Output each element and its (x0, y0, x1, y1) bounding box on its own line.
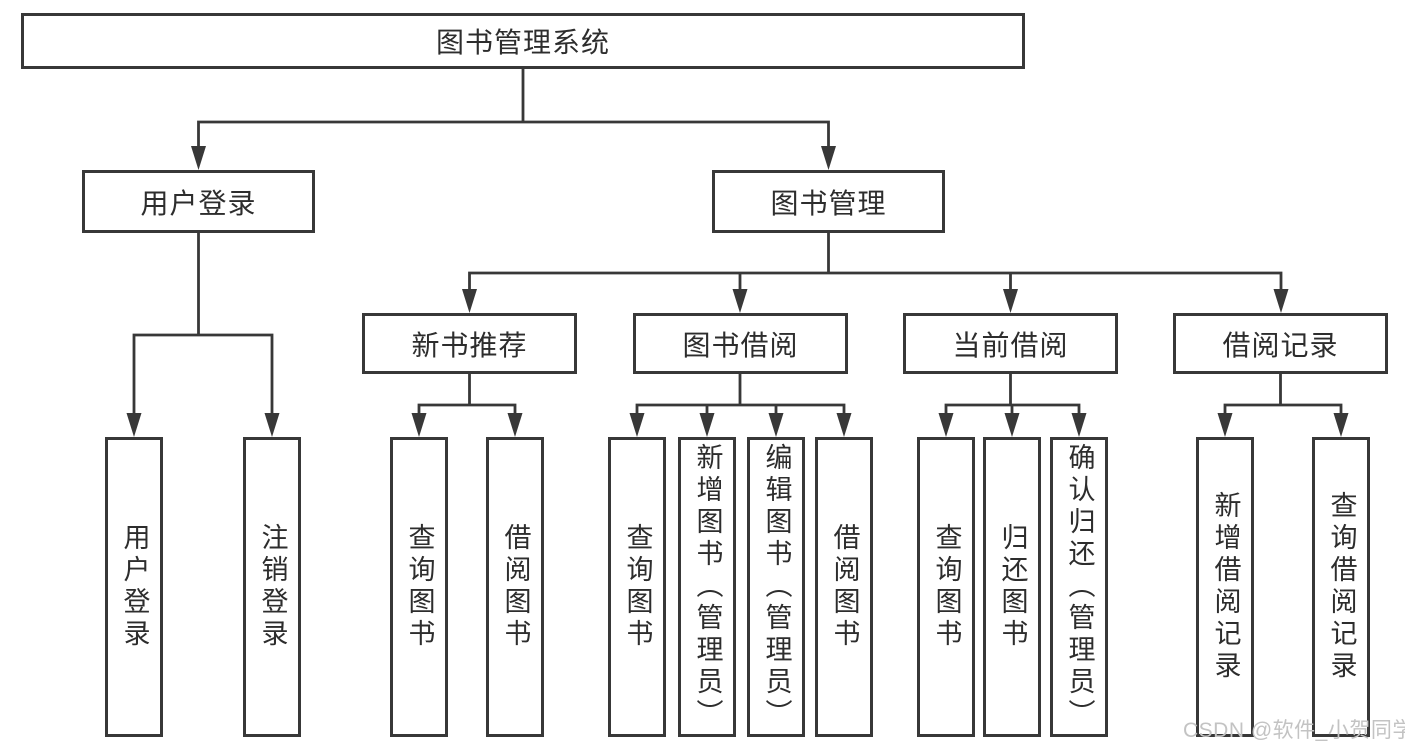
node-label: 用户登录 (140, 187, 257, 219)
node-label: 新书推荐 (411, 329, 528, 361)
leaf-add-book-admin: 新增图书（管理员） (678, 437, 736, 737)
node-label: 图书借阅 (682, 329, 799, 361)
leaf-borrow-books: 借阅图书 (815, 437, 873, 737)
node-label: 查询借阅记录 (1326, 491, 1357, 683)
node-borrowing-records: 借阅记录 (1173, 313, 1388, 374)
leaf-query-books-recommend: 查询图书 (390, 437, 448, 737)
node-label: 查询图书 (622, 523, 653, 651)
node-label: 新增借阅记录 (1210, 491, 1241, 683)
leaf-return-books: 归还图书 (983, 437, 1041, 737)
leaf-confirm-return-admin: 确认归还（管理员） (1050, 437, 1108, 737)
node-book-borrowing: 图书借阅 (633, 313, 848, 374)
leaf-edit-book-admin: 编辑图书（管理员） (747, 437, 805, 737)
node-label: 编辑图书（管理员） (761, 443, 792, 731)
node-label: 注销登录 (257, 523, 288, 651)
node-label: 归还图书 (997, 523, 1028, 651)
node-label: 用户登录 (119, 523, 150, 651)
leaf-query-borrow-record: 查询借阅记录 (1312, 437, 1370, 737)
node-user-login: 用户登录 (82, 170, 315, 233)
leaf-logout: 注销登录 (243, 437, 301, 737)
node-label: 图书管理系统 (435, 27, 610, 58)
node-label: 查询图书 (404, 523, 435, 651)
node-new-book-recommendation: 新书推荐 (362, 313, 577, 374)
arrowheads (126, 146, 1349, 437)
node-current-borrowing: 当前借阅 (903, 313, 1118, 374)
node-root: 图书管理系统 (21, 13, 1025, 69)
leaf-borrow-books-recommend: 借阅图书 (486, 437, 544, 737)
leaf-query-books-borrowing: 查询图书 (608, 437, 666, 737)
watermark-text: CSDN @软件_小贺同学 (1183, 719, 1405, 742)
node-label: 图书管理 (770, 187, 887, 219)
node-label: 借阅图书 (500, 523, 531, 651)
node-label: 查询图书 (931, 523, 962, 651)
leaf-user-login: 用户登录 (105, 437, 163, 737)
node-book-management: 图书管理 (712, 170, 945, 233)
leaf-query-books-current: 查询图书 (917, 437, 975, 737)
node-label: 新增图书（管理员） (692, 443, 723, 731)
node-label: 借阅图书 (829, 523, 860, 651)
node-label: 当前借阅 (952, 329, 1069, 361)
node-label: 确认归还（管理员） (1064, 443, 1095, 731)
leaf-add-borrow-record: 新增借阅记录 (1196, 437, 1254, 737)
node-label: 借阅记录 (1222, 329, 1339, 361)
